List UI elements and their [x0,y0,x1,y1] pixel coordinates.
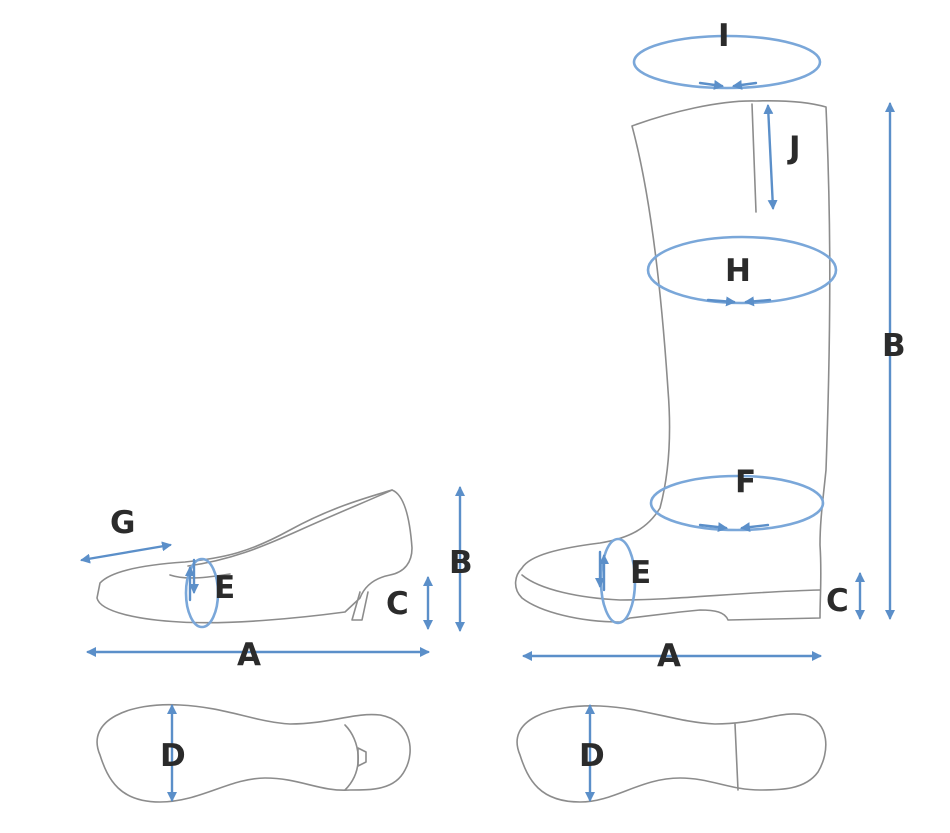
boot-top-loop [632,34,822,90]
boot-calf-loop [646,235,838,305]
pump-label-g: G [110,505,135,541]
pump-label-a: A [237,637,261,673]
boot-label-f: F [735,464,756,500]
pump-vamp-line [169,573,231,579]
boot-label-a: A [657,638,681,674]
boot-sole-outline [516,705,827,803]
pump-label-d: D [160,738,186,774]
pump-label-e: E [214,570,235,606]
boot-welt [521,574,821,601]
boot-label-i: I [718,18,730,54]
boot-label-d: D [579,738,605,774]
pump-sole-heel-line [344,724,359,791]
boot-ankle-loop [649,474,825,532]
boot-label-c: C [826,583,849,619]
pump-topline [187,489,393,567]
boot-outline [514,100,831,623]
pump-sole-outline [96,703,411,803]
boot-calf-arrow-right [744,296,772,307]
boot-sole-view [516,705,827,803]
boot-zip-length-arrow [763,104,778,210]
boot-ankle-arrow-right [740,522,770,533]
boot-label-b: B [882,328,906,364]
boot-top-arrow-right [732,79,758,90]
pump-upper-outline [96,489,413,624]
pump-sole-heel-tip [357,747,367,767]
pump-width-arrow [80,541,172,564]
boot-sole-heel-line [734,723,739,791]
pump-label-b: B [449,545,473,581]
boot-zipper [751,103,757,213]
pump-label-c: C [386,586,409,622]
pump-instep-loop [184,557,220,629]
boot-top-arrow-left [698,79,724,90]
boot-side-view [514,100,831,623]
pump-heel [351,591,369,621]
boot-calf-arrow-left [706,296,736,307]
boot-ankle-arrow-left [698,522,728,533]
boot-label-j: J [787,130,801,166]
pump-sole-view [96,703,411,803]
boot-label-e: E [630,555,651,591]
pump-side-view [96,489,413,624]
boot-label-h: H [725,253,751,289]
